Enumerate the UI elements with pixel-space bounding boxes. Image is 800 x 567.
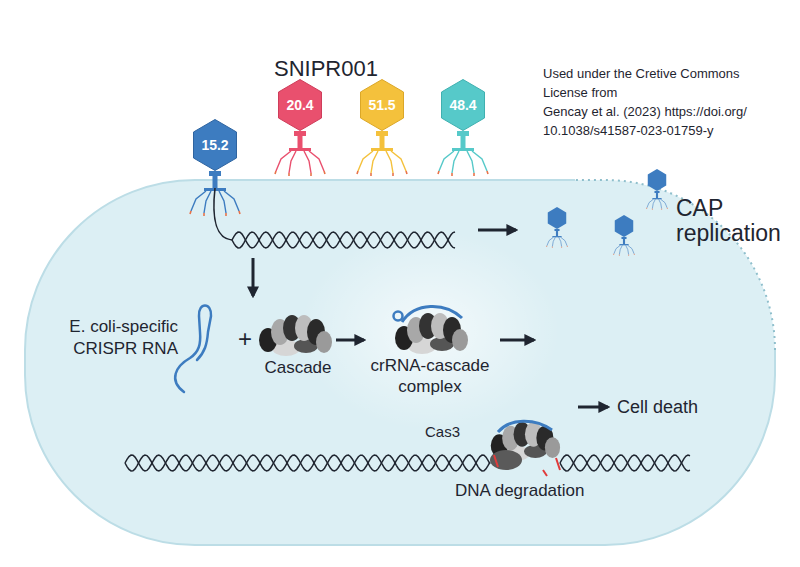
callout-number: 51.5 (360, 79, 404, 131)
phage-head: 48.4 (441, 79, 485, 131)
process-label: DNA degradation (455, 481, 584, 501)
callout-number: 48.4 (441, 79, 485, 131)
phage-head: 20.4 (278, 79, 322, 131)
phage-progeny (647, 169, 668, 210)
callout-number: 20.4 (278, 79, 322, 131)
cell-wall (25, 180, 775, 545)
phage-head: 51.5 (360, 79, 404, 131)
outcome-label: Cell death (617, 396, 698, 418)
complex-rna-loop (394, 312, 403, 321)
component-label: crRNA-cascade complex (366, 355, 494, 397)
dna-helix (125, 232, 690, 471)
protein-node: Cascade (262, 306, 334, 386)
component-label: Cas3 (425, 423, 460, 441)
phage-progeny (614, 215, 635, 256)
cascade-protein (259, 315, 332, 356)
phage-progeny (547, 207, 568, 248)
phage-tail (275, 131, 325, 176)
dna-strand (125, 455, 490, 471)
arrow (252, 258, 255, 296)
attribution: 10.1038/s41587-023-01759-y (543, 123, 714, 139)
dna-strand (560, 455, 690, 471)
dna-cut (494, 455, 560, 476)
phage-tail (438, 131, 488, 176)
component-label: E. coli-specific CRISPR RNA (28, 316, 178, 360)
cell-wall-broken (575, 180, 775, 350)
arrow (578, 406, 608, 409)
phage-tail (357, 131, 407, 176)
crispr-rna (175, 306, 211, 393)
injected-dna (214, 188, 232, 240)
callout-number: 15.2 (193, 119, 237, 171)
cell-body (25, 180, 775, 545)
arrow (500, 339, 534, 342)
dna-strand (232, 232, 455, 248)
title: SNIPR001 (246, 56, 406, 82)
dna-strand (232, 232, 455, 248)
attribution: Gencay et al. (2023) https://doi.org/ (543, 104, 747, 120)
arrow (478, 229, 516, 232)
cas3-rna (498, 421, 552, 432)
component-label: Cascade (250, 358, 346, 378)
attribution: Used under the Cretive Commons (543, 66, 740, 82)
complex-rna (402, 306, 462, 322)
attribution: License from (543, 85, 617, 101)
plus-sign: + (238, 324, 252, 353)
dna-strand (560, 455, 690, 471)
hexagon (194, 120, 237, 171)
arrow-connector (336, 339, 364, 342)
glow (300, 230, 560, 430)
process-label: CAP replication (676, 196, 798, 246)
hexagon (361, 80, 404, 131)
dna-strand (125, 455, 490, 471)
hexagon (279, 80, 322, 131)
hexagon (442, 80, 485, 131)
protein-node: crRNA-cascade complex (366, 305, 494, 405)
phage-head: 15.2 (193, 119, 237, 171)
